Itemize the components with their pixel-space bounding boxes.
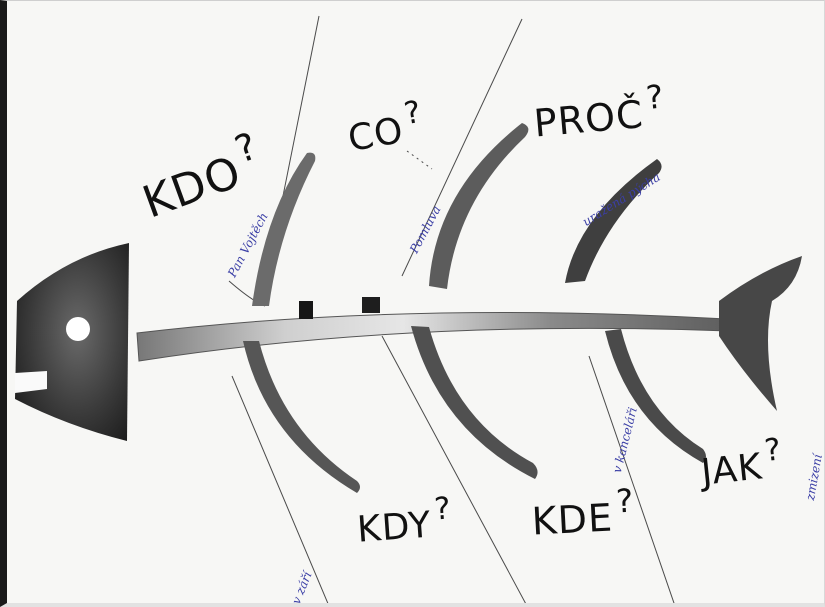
spine-dark-mark xyxy=(299,301,313,319)
guide-line-what xyxy=(407,151,432,169)
rib-where xyxy=(411,326,538,479)
fish-eye xyxy=(66,317,90,341)
label-how-mark: ? xyxy=(763,432,784,469)
label-how-text: JAK xyxy=(699,446,764,493)
label-how: JAK? xyxy=(698,432,786,493)
label-why: PROČ? xyxy=(531,78,667,146)
fish-head xyxy=(15,243,129,441)
label-when-text: KDY xyxy=(356,505,433,551)
rib-when xyxy=(243,341,360,493)
fish-tail xyxy=(719,256,802,411)
spine-dark-mark xyxy=(362,297,380,313)
guide-line-where xyxy=(382,336,527,606)
label-where: KDE? xyxy=(530,482,636,544)
label-when: KDY? xyxy=(355,491,454,550)
label-why-mark: ? xyxy=(644,78,665,117)
label-when-mark: ? xyxy=(433,491,453,527)
rib-why xyxy=(429,123,528,289)
label-where-text: KDE xyxy=(531,495,614,543)
label-where-mark: ? xyxy=(615,482,635,521)
